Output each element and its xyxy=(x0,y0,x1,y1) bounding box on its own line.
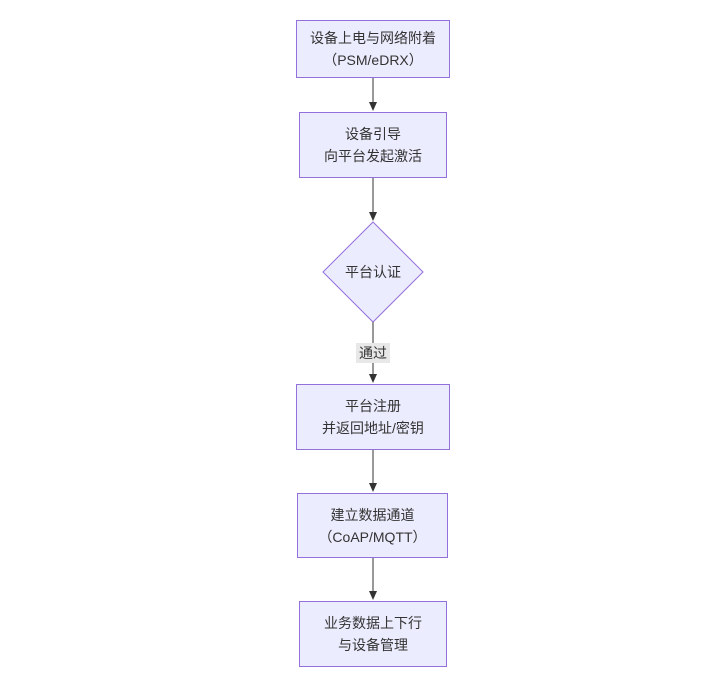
edge-arrowhead-2 xyxy=(369,212,377,221)
edge-label-pass: 通过 xyxy=(356,343,390,363)
edge-arrowhead-4 xyxy=(369,483,377,492)
node-bootstrap-activate-line2: 向平台发起激活 xyxy=(324,148,422,164)
node-business-data-line2: 与设备管理 xyxy=(338,637,408,653)
node-platform-register-line1: 平台注册 xyxy=(345,398,401,414)
node-data-channel-line1: 建立数据通道 xyxy=(330,506,415,523)
node-power-attach: 设备上电与网络附着 （PSM/eDRX） xyxy=(296,20,450,78)
edge-arrowhead-5 xyxy=(369,591,377,600)
node-power-attach-line2: （PSM/eDRX） xyxy=(323,52,423,68)
node-data-channel-line2: （CoAP/MQTT） xyxy=(318,528,427,545)
node-business-data: 业务数据上下行 与设备管理 xyxy=(299,601,447,667)
node-business-data-line1: 业务数据上下行 xyxy=(324,615,422,631)
node-power-attach-line1: 设备上电与网络附着 xyxy=(310,30,436,46)
decision-node-platform-auth-label: 平台认证 xyxy=(345,264,401,280)
node-data-channel: 建立数据通道 （CoAP/MQTT） xyxy=(297,493,448,558)
node-bootstrap-activate: 设备引导 向平台发起激活 xyxy=(299,112,447,178)
edge-arrowhead-3 xyxy=(369,374,377,383)
node-platform-register: 平台注册 并返回地址/密钥 xyxy=(296,384,450,450)
node-bootstrap-activate-line1: 设备引导 xyxy=(345,126,401,142)
edge-arrowhead-1 xyxy=(369,102,377,111)
node-platform-register-line2: 并返回地址/密钥 xyxy=(322,420,424,436)
